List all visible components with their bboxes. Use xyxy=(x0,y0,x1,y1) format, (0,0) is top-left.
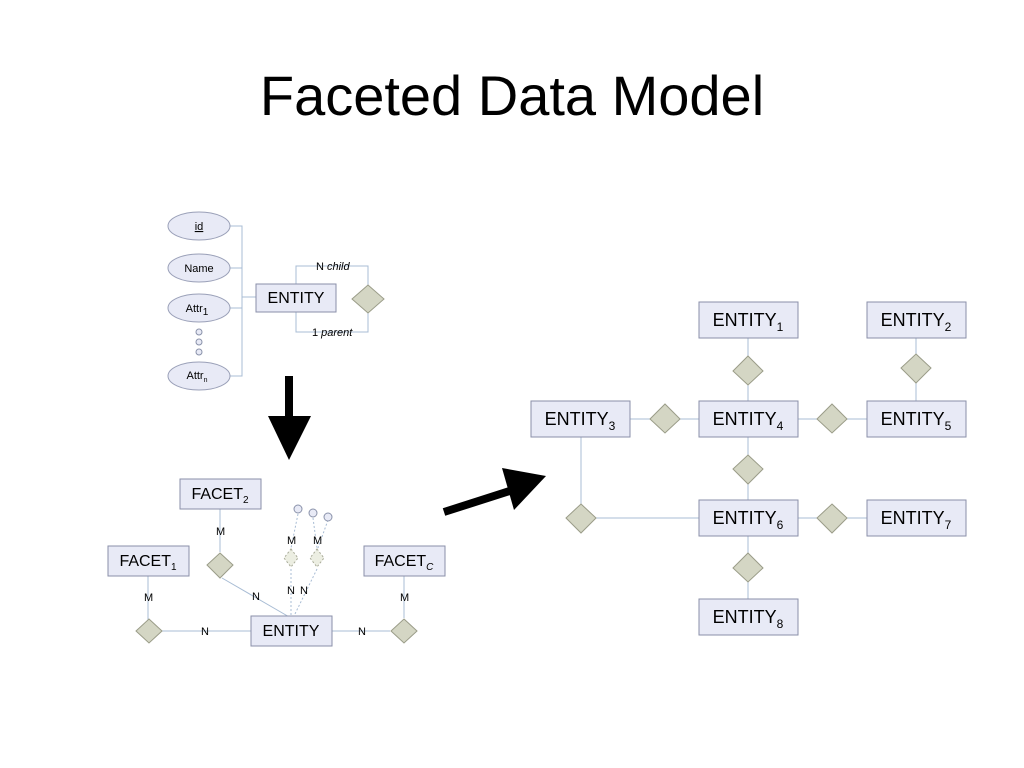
recursive-relationship-diamond xyxy=(351,284,385,314)
relationship-diamond-2-5 xyxy=(900,353,932,384)
facet-2-box xyxy=(179,478,262,510)
entity-8-box xyxy=(698,598,799,636)
entity-2-box xyxy=(866,301,967,339)
facet-placeholder-diamond xyxy=(283,548,299,568)
ellipsis-dot xyxy=(323,512,333,522)
facet-placeholder-diamond xyxy=(309,548,325,568)
facet-2-label: FACET2 xyxy=(191,486,249,506)
attribute-connector xyxy=(230,225,256,377)
attribute-name-label: Name xyxy=(184,263,213,275)
attribute-attr1 xyxy=(167,293,231,323)
page-title: Faceted Data Model xyxy=(259,64,765,127)
er-entity-box xyxy=(255,283,337,313)
entity-5-box xyxy=(866,400,967,438)
entity-1-label: ENTITY1 xyxy=(713,310,784,334)
ellipsis-dot xyxy=(293,504,303,514)
instance-model: ENTITY1 ENTITY2 ENTITY3 ENTITY4 ENTITY5 … xyxy=(530,301,967,636)
cardinality-m: M xyxy=(400,592,409,604)
entity-6-box xyxy=(698,499,799,537)
entity-7-label: ENTITY7 xyxy=(881,508,952,532)
attribute-id xyxy=(167,211,231,241)
entity-1-box xyxy=(698,301,799,339)
facet-entity-label: ENTITY xyxy=(263,623,320,640)
attribute-name xyxy=(167,253,231,283)
entity-8-label: ENTITY8 xyxy=(713,607,784,631)
down-arrow-icon xyxy=(268,376,311,460)
facet-2-relationship-diamond xyxy=(206,552,234,579)
er-entity-label: ENTITY xyxy=(268,290,325,307)
cardinality-n: N xyxy=(358,626,366,638)
facet-connector xyxy=(147,509,405,632)
attribute-attrn xyxy=(167,361,231,391)
cardinality-n: N xyxy=(201,626,209,638)
cardinality-m: M xyxy=(313,535,322,547)
attribute-attr1-label: Attr1 xyxy=(186,303,209,318)
relationship-diamond-6-7 xyxy=(816,503,848,534)
entity-2-label: ENTITY2 xyxy=(881,310,952,334)
ellipsis-dot xyxy=(195,328,203,336)
facet-c-box xyxy=(363,545,446,577)
relationship-diamond-4-5 xyxy=(816,403,848,434)
relationship-diamond-3-6 xyxy=(565,503,597,534)
attribute-attrn-label: Attrn xyxy=(186,370,207,384)
facet-1-label: FACET1 xyxy=(119,553,177,573)
entity-3-label: ENTITY3 xyxy=(545,409,616,433)
recursive-connector xyxy=(295,265,369,333)
facet-c-label: FACETC xyxy=(375,553,435,573)
ellipsis-dot xyxy=(195,348,203,356)
attribute-id-label: id xyxy=(195,221,204,233)
entity-4-box xyxy=(698,400,799,438)
facet-1-relationship-diamond xyxy=(135,618,163,644)
relationship-diamond-4-6 xyxy=(732,454,764,485)
entity-5-label: ENTITY5 xyxy=(881,409,952,433)
facet-model: FACET1 FACET2 FACETC ENTITY M M M M M N … xyxy=(107,478,446,647)
facet-dashed-connector xyxy=(290,513,329,619)
facet-c-relationship-diamond xyxy=(390,618,418,644)
facet-1-box xyxy=(107,545,190,577)
ellipsis-dot xyxy=(195,338,203,346)
cardinality-n: N xyxy=(287,585,295,597)
entity-4-label: ENTITY4 xyxy=(713,409,784,433)
relationship-diamond-6-8 xyxy=(732,552,764,583)
entity-6-label: ENTITY6 xyxy=(713,508,784,532)
cardinality-n: N xyxy=(252,591,260,603)
entity-7-box xyxy=(866,499,967,537)
facet-entity-box xyxy=(250,615,333,647)
cardinality-n: N xyxy=(300,585,308,597)
diagonal-arrow-icon xyxy=(442,468,546,516)
entity-3-box xyxy=(530,400,631,438)
ellipsis-dot xyxy=(308,508,318,518)
relationship-diamond-3-4 xyxy=(649,403,681,434)
cardinality-m: M xyxy=(144,592,153,604)
relationship-diamond-1-4 xyxy=(732,355,764,386)
cardinality-m: M xyxy=(287,535,296,547)
cardinality-m: M xyxy=(216,526,225,538)
